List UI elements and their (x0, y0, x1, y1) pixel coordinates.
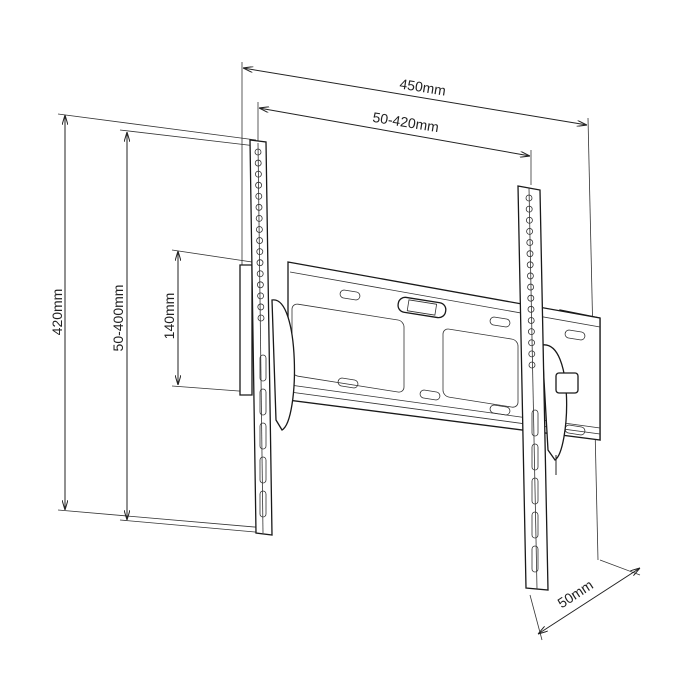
mount-hole (257, 303, 265, 311)
mount-hole (526, 250, 534, 258)
dimension-vesa-height: 50-400mm (110, 132, 127, 520)
mount-hole (528, 339, 535, 347)
mount-hole (528, 328, 535, 336)
mount-hole (254, 148, 262, 156)
dimension-label: 50-420mm (371, 109, 440, 135)
rail-slot (489, 316, 511, 328)
mount-hole (255, 181, 263, 189)
dimension-overall-height: 420mm (49, 115, 65, 510)
dimension-label: 450mm (398, 76, 447, 99)
rail-slot (339, 289, 361, 301)
adjust-slot (259, 422, 267, 450)
adjust-slot (531, 477, 539, 505)
lock-knob (555, 372, 579, 394)
rail-slot (419, 389, 441, 401)
dimension-label: 50-400mm (110, 285, 126, 352)
adjust-slot (531, 443, 539, 471)
mount-hole (527, 283, 534, 291)
rail-slot (489, 404, 511, 416)
adjust-slot (531, 545, 539, 573)
dimension-depth: 50mm (538, 568, 640, 634)
mount-hole (525, 205, 533, 213)
mount-hole (255, 203, 263, 211)
rail-slot (337, 377, 359, 389)
right-arm (517, 185, 579, 591)
mount-hole (526, 227, 533, 235)
mount-hole (256, 259, 264, 267)
dimension-vesa-width: 50-420mm (259, 108, 530, 156)
extension-lines (57, 62, 641, 641)
mount-hole (527, 272, 534, 280)
dimension-rail-height: 140mm (161, 251, 178, 385)
mount-hole (256, 281, 264, 289)
mount-hole (527, 317, 535, 324)
adjust-slot (531, 511, 539, 539)
mount-hole (526, 239, 534, 246)
adjust-slot (531, 409, 539, 437)
mount-hole (256, 237, 264, 244)
mount-hole (255, 214, 263, 222)
mount-hole (257, 292, 265, 300)
adjust-slot (259, 490, 267, 518)
mount-hole (526, 261, 534, 269)
mount-hole (254, 170, 262, 178)
mount-hole (527, 305, 535, 313)
mount-hole (254, 159, 262, 167)
mount-hole (257, 314, 265, 322)
dimension-label: 50mm (555, 577, 596, 612)
mount-hole (255, 226, 263, 233)
mount-hole (528, 350, 536, 358)
mount-hole (525, 194, 533, 202)
adjust-slot (259, 388, 267, 416)
dimension-label: 420mm (49, 289, 65, 336)
mount-hole (526, 216, 533, 224)
mount-hole (256, 248, 264, 256)
mount-hole (528, 361, 536, 369)
mount-hole (255, 192, 263, 200)
mount-hole (527, 294, 535, 302)
adjust-slot (259, 354, 267, 382)
left-arm (249, 139, 296, 536)
mount-hole (256, 270, 264, 278)
adjust-slot (259, 456, 267, 484)
rail-slot (564, 329, 586, 341)
dimension-label: 140mm (161, 293, 177, 340)
